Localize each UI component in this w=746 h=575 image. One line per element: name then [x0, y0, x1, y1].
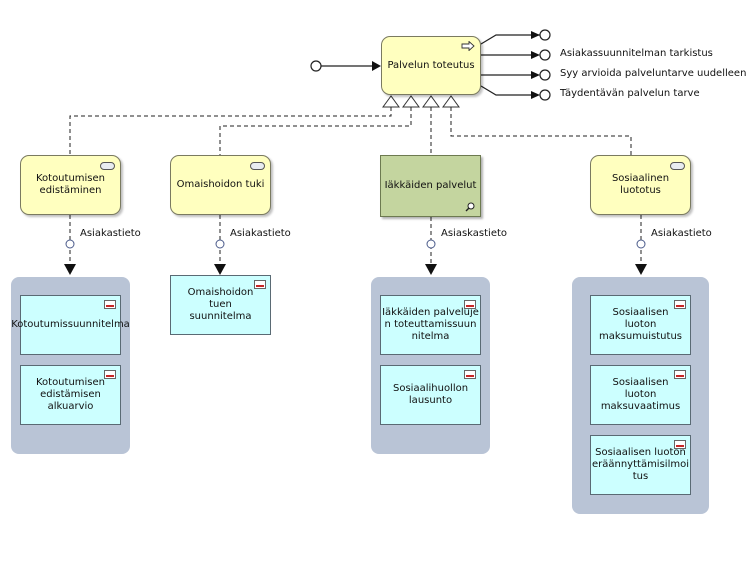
document-omaishoidon-tuen-suunnitelma[interactable]: Omaishoidon tuen suunnitelma: [170, 275, 271, 335]
composition-triangles: [382, 95, 460, 108]
document-label: Sosiaalisen luoton eräännyttämisilmoitus: [591, 447, 689, 482]
document-icon: [674, 300, 686, 309]
output-label-2: Syy arvioida palveluntarve uudelleen: [560, 68, 746, 79]
output-label-3: Täydentävän palvelun tarve: [560, 88, 700, 99]
start-event: [310, 60, 322, 72]
data-flow-lines: [69, 215, 642, 264]
document-label: Kotoutumissuunnitelma: [11, 319, 130, 330]
flow-label: Asiakastieto: [230, 228, 291, 239]
process-arrow-icon: [461, 41, 475, 51]
document-label: Sosiaalihuollon lausunto: [393, 383, 469, 406]
document-icon: [674, 440, 686, 449]
document-icon: [674, 370, 686, 379]
document-label: Kotoutumisen edistämisen alkuarvio: [35, 377, 106, 412]
flow-label: Asiakastieto: [80, 228, 141, 239]
data-flow-arrowheads: [64, 264, 647, 275]
flow-label: Asiaskastieto: [441, 228, 508, 239]
document-sosiaalihuollon-lausunto[interactable]: Sosiaalihuollon lausunto: [380, 365, 481, 425]
document-sosiaalisen-luoton-eraannyttamisilmoitus[interactable]: Sosiaalisen luoton eräännyttämisilmoitus: [590, 435, 691, 495]
output-connectors: [480, 29, 551, 101]
service-icon: [100, 162, 115, 170]
service-omaishoidon-tuki[interactable]: Omaishoidon tuki: [170, 155, 271, 215]
document-label: Sosiaalisen luoton maksuvaatimus: [600, 377, 681, 412]
service-icon: [250, 162, 265, 170]
service-label: Kotoutumisen edistäminen: [35, 173, 106, 196]
document-kotoutumissuunnitelma[interactable]: Kotoutumissuunnitelma: [11, 295, 130, 355]
document-icon: [104, 370, 116, 379]
document-label: Sosiaalisen luoton maksumuistutus: [598, 307, 682, 342]
output-label-1: Asiakassuunnitelman tarkistus: [560, 48, 713, 59]
document-icon: [464, 300, 476, 309]
process-label: Palvelun toteutus: [387, 59, 475, 71]
service-label: Sosiaalinen luototus: [611, 173, 670, 196]
document-icon: [104, 300, 116, 309]
document-icon: [464, 370, 476, 379]
process-label: Iäkkäiden palvelut: [384, 180, 477, 191]
document-label: Omaishoidon tuen suunnitelma: [187, 287, 254, 322]
input-arrowhead: [372, 61, 381, 71]
information-flow-icons: [65, 239, 646, 249]
document-icon: [254, 280, 266, 289]
flow-label: Asiakastieto: [651, 228, 712, 239]
document-label: Iäkkäiden palvelujen toteuttamissuunnite…: [382, 307, 479, 342]
magnifier-icon: [465, 202, 475, 212]
document-kotoutumisen-alkuarvio[interactable]: Kotoutumisen edistämisen alkuarvio: [20, 365, 121, 425]
decomposition-lines: [69, 107, 632, 155]
service-label: Omaishoidon tuki: [176, 179, 265, 190]
service-icon: [670, 162, 685, 170]
document-sosiaalisen-luoton-maksuvaatimus[interactable]: Sosiaalisen luoton maksuvaatimus: [590, 365, 691, 425]
document-iakkaiden-toteuttamissuunnitelma[interactable]: Iäkkäiden palvelujen toteuttamissuunnite…: [380, 295, 481, 355]
service-sosiaalinen-luototus[interactable]: Sosiaalinen luototus: [590, 155, 691, 215]
document-sosiaalisen-luoton-maksumuistutus[interactable]: Sosiaalisen luoton maksumuistutus: [590, 295, 691, 355]
service-kotoutumisen-edistaminen[interactable]: Kotoutumisen edistäminen: [20, 155, 121, 215]
process-palvelun-toteutus[interactable]: Palvelun toteutus: [381, 36, 481, 95]
process-iakkaiden-palvelut[interactable]: Iäkkäiden palvelut: [380, 155, 481, 217]
